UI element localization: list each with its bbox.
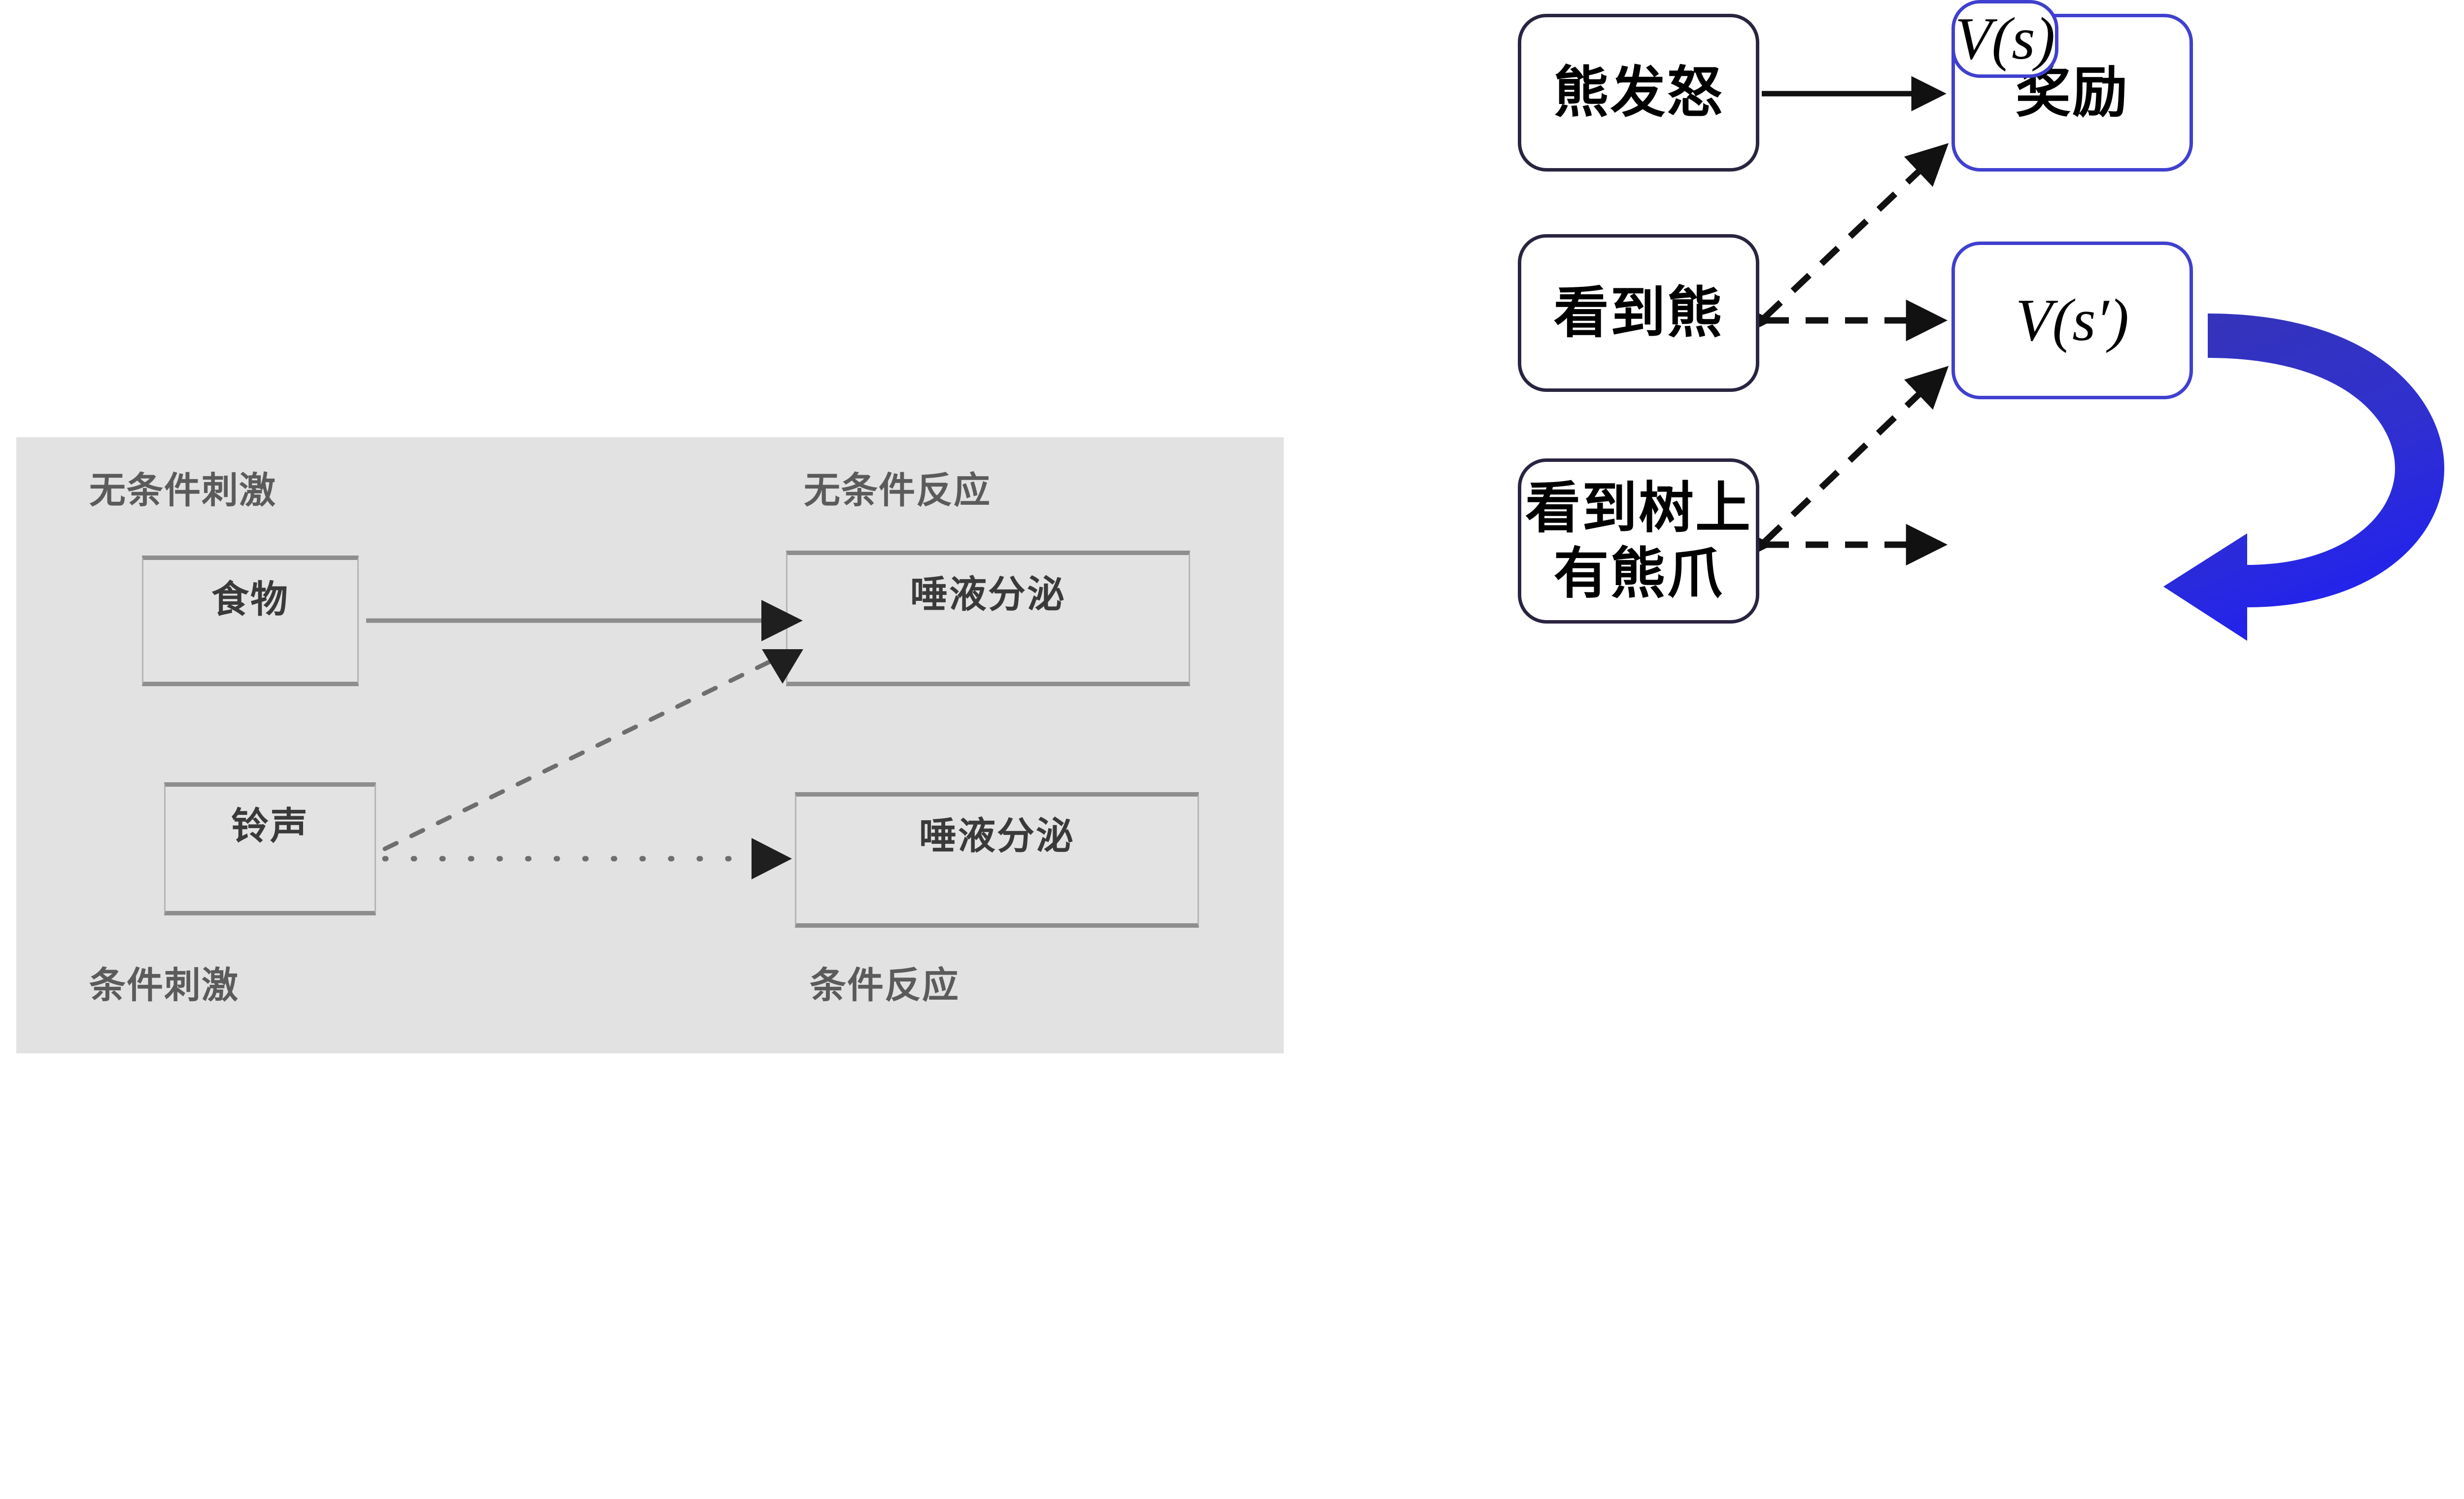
td-box-see-claw-on-tree: 看到树上 有熊爪 [1518,458,1759,624]
box-salivation-conditioned-label: 唾液分泌 [919,815,1075,857]
label-conditioned-response: 条件反应 [810,965,959,1006]
box-salivation-unconditioned-label: 唾液分泌 [910,574,1066,616]
td-box-value-s-prime-label: V(s′) [2016,287,2129,354]
td-box-see-claw-on-tree-label: 看到树上 有熊爪 [1525,476,1752,606]
td-box-value-s: V(s) [1951,0,2059,78]
label-unconditioned-response: 无条件反应 [804,470,991,511]
td-box-see-claw-line-2: 有熊爪 [1553,542,1724,604]
td-box-see-claw-line-1: 看到树上 [1525,477,1752,539]
arrow-bell-to-salivation-unconditioned [382,649,803,851]
td-learning-panel: 熊发怒 看到熊 看到树上 有熊爪 奖励 V(s′) V(s) [1508,0,2464,1499]
label-conditioned-stimulus: 条件刺激 [89,965,239,1006]
box-bell: 铃声 [164,782,376,915]
td-arrows-layer [1731,76,2444,641]
box-food: 食物 [142,556,359,686]
classical-arrows-layer [366,600,803,879]
box-bell-label: 铃声 [231,805,309,847]
arrow-see-claw-to-value-s-prime [1762,366,1949,545]
td-box-see-bear-label: 看到熊 [1553,281,1724,344]
classical-conditioning-panel: 无条件刺激 无条件反应 条件刺激 条件反应 食物 铃声 唾液分泌 唾液分泌 [16,437,1284,1053]
td-box-bear-angry: 熊发怒 [1518,14,1759,172]
td-box-bear-angry-label: 熊发怒 [1553,61,1724,123]
box-food-label: 食物 [211,579,289,621]
box-salivation-unconditioned: 唾液分泌 [786,551,1190,686]
td-box-see-bear: 看到熊 [1518,234,1759,392]
label-unconditioned-stimulus: 无条件刺激 [89,470,276,511]
arrow-bootstrap-loop [2163,314,2444,641]
arrow-food-to-salivation [366,600,803,641]
arrow-bell-to-salivation-conditioned [382,838,792,879]
box-salivation-conditioned: 唾液分泌 [795,792,1199,928]
td-box-value-s-label: V(s) [1955,5,2055,72]
arrow-see-bear-to-reward [1762,143,1949,320]
td-box-value-s-prime: V(s′) [1951,242,2193,399]
